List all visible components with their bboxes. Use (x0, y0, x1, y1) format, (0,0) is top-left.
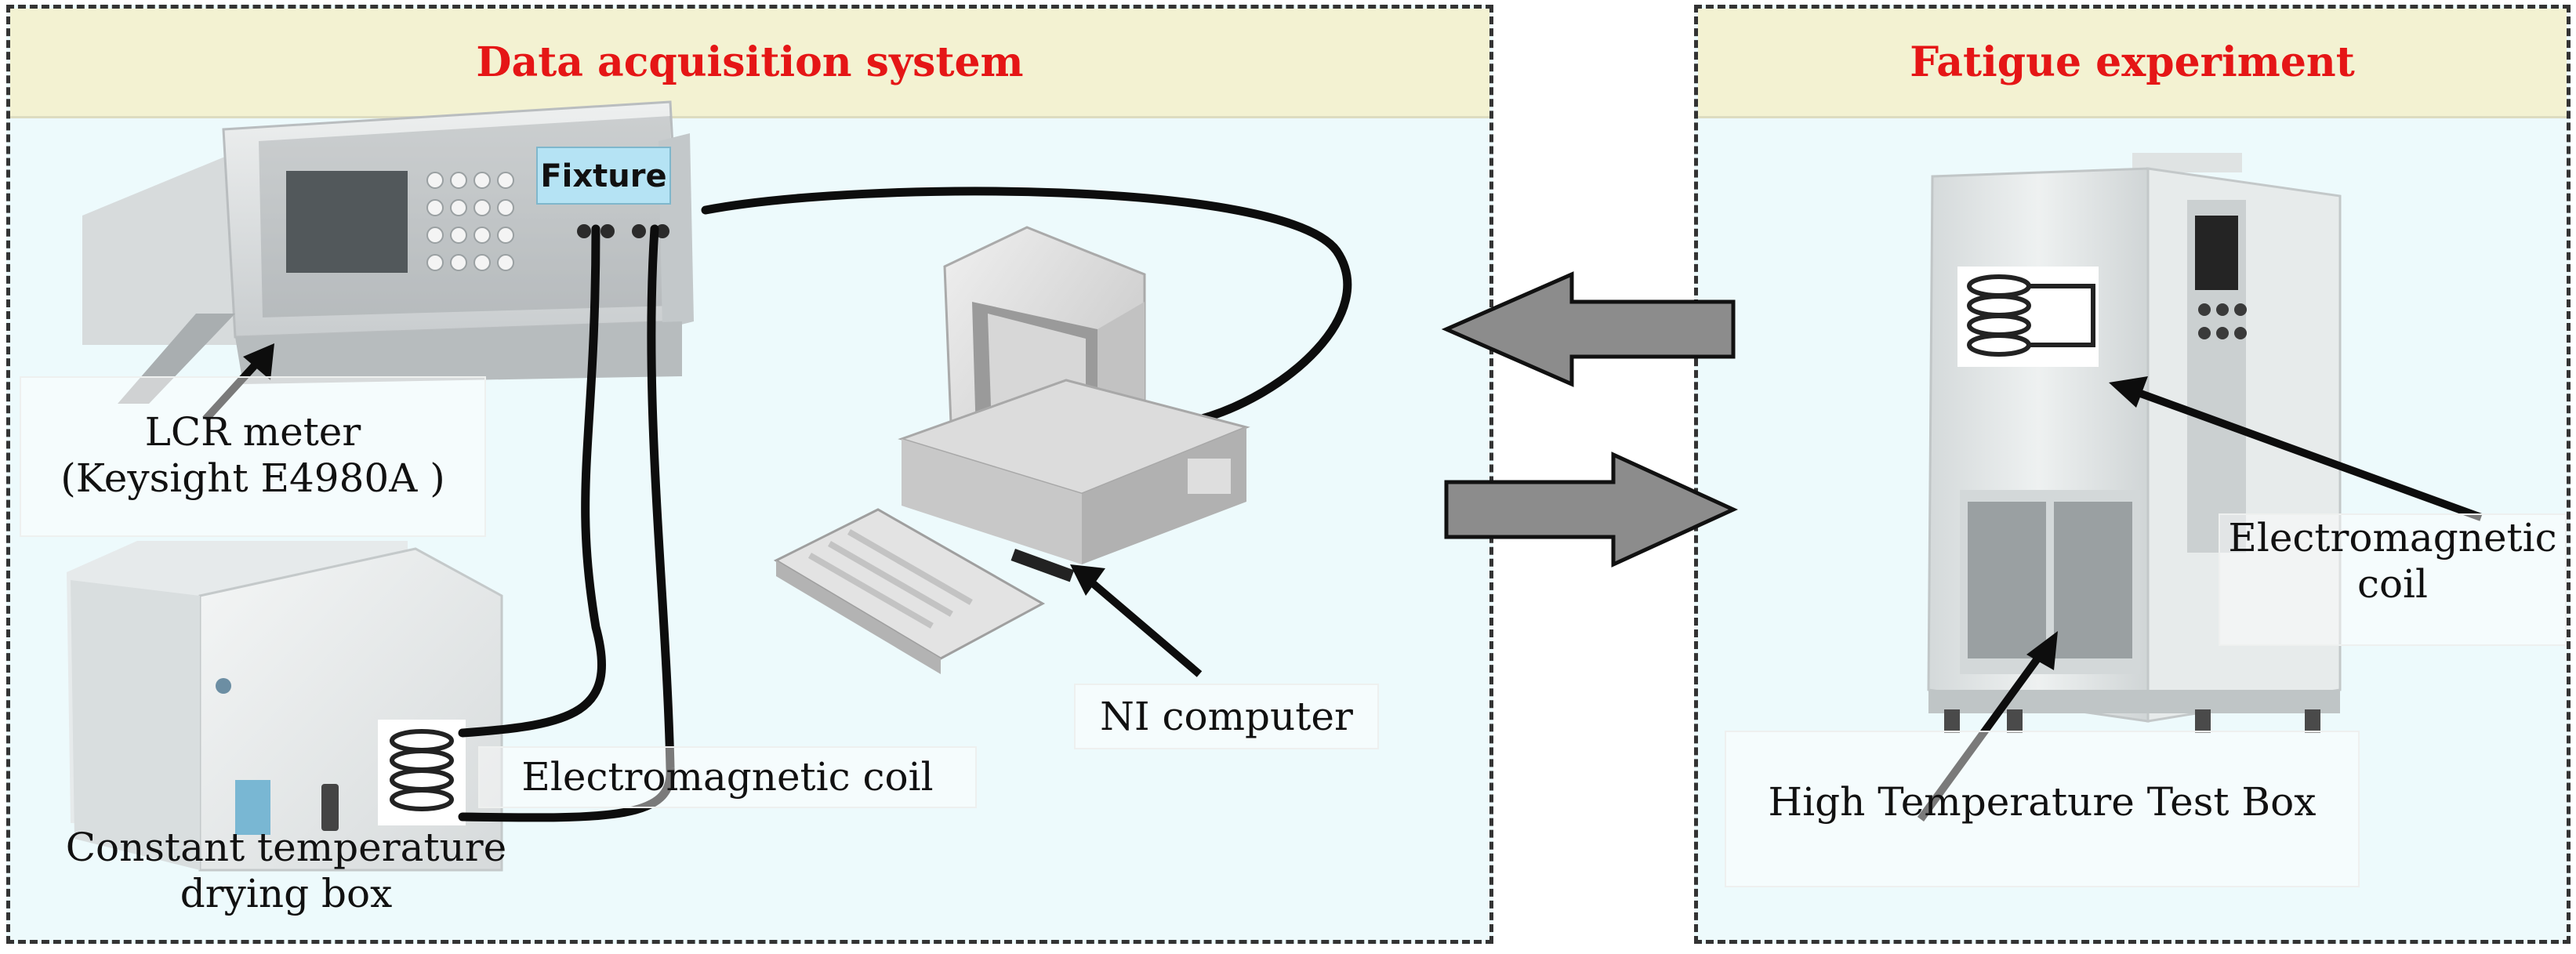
drying-box (67, 541, 503, 872)
lcr-meter: Fixture (82, 100, 694, 404)
drying-box-label: Constant temperature drying box (65, 825, 507, 916)
arrow-left-to-acquisition (1441, 271, 1736, 387)
left-coil-label: Electromagnetic coil (478, 746, 977, 808)
data-acquisition-title: Data acquisition system (10, 9, 1489, 118)
fixture-label: Fixture (540, 158, 666, 194)
cables (458, 187, 1352, 822)
ni-computer-label: NI computer (1074, 684, 1379, 749)
test-box-label: High Temperature Test Box (1725, 731, 2360, 887)
arrow-right-to-experiment (1444, 452, 1739, 568)
pointer-arrows (202, 343, 2483, 822)
ni-computer (773, 226, 1250, 674)
right-coil-label: Electromagnetic coil (2219, 513, 2567, 646)
left-coil (378, 720, 466, 825)
fixture-box (536, 147, 671, 205)
fatigue-experiment-title: Fatigue experiment (1698, 9, 2567, 118)
right-coil (1957, 267, 2099, 367)
lcr-meter-label: LCR meter (Keysight E4980A ) (20, 376, 486, 537)
